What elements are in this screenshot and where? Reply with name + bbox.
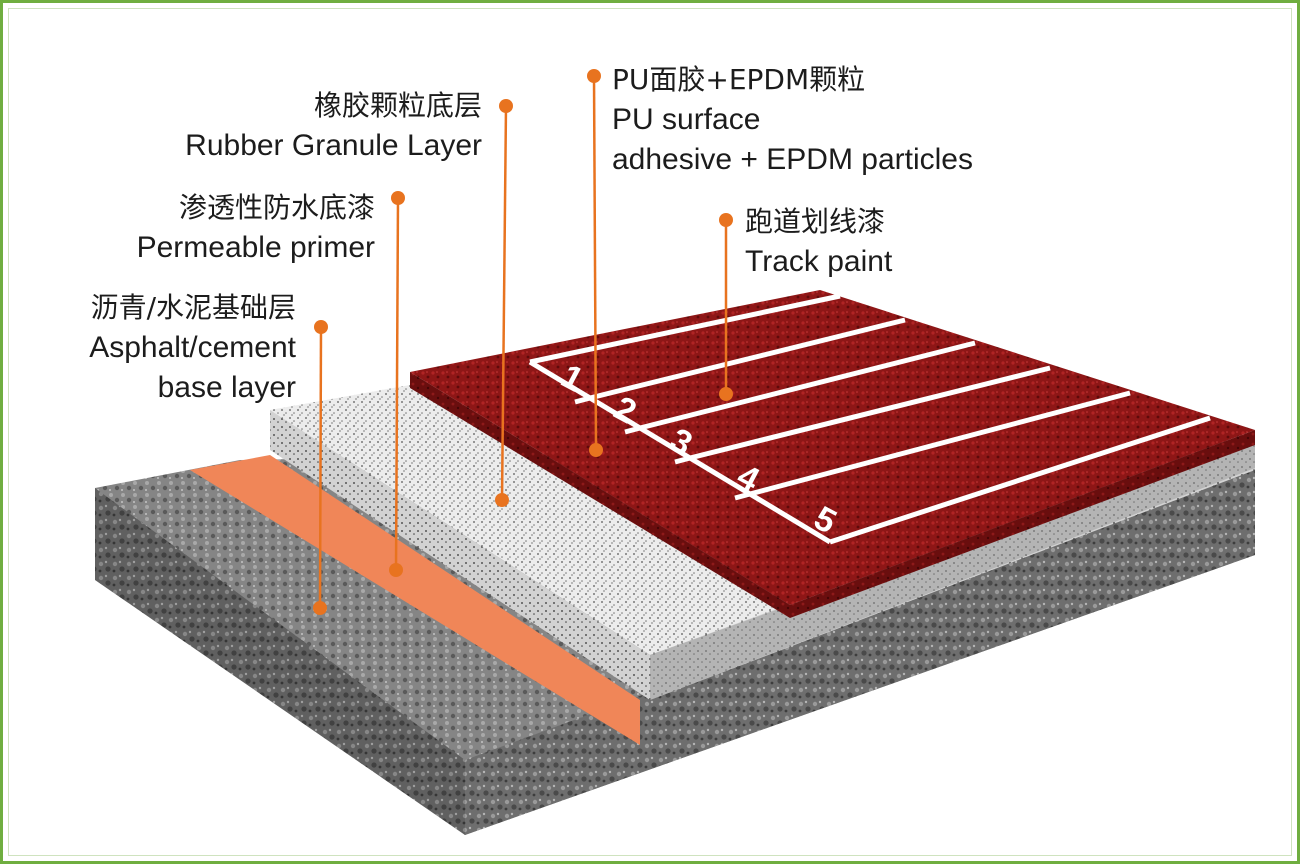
dot-base-bottom bbox=[313, 601, 327, 615]
track-lane-lines bbox=[528, 293, 1211, 545]
label-pu-surface-zh: PU面胶+EPDM颗粒 bbox=[612, 63, 866, 96]
image-inner-frame bbox=[8, 8, 1292, 856]
label-primer: 渗透性防水底漆 Permeable primer bbox=[137, 188, 375, 268]
dot-rubber-top bbox=[499, 99, 513, 113]
pu-surface-right bbox=[790, 430, 1255, 618]
label-track-paint-zh: 跑道划线漆 bbox=[745, 205, 886, 238]
pu-surface-front bbox=[410, 372, 790, 618]
label-base-zh: 沥青/水泥基础层 bbox=[90, 291, 296, 324]
dot-primer-bottom bbox=[389, 563, 403, 577]
dot-primer-top bbox=[391, 191, 405, 205]
label-track-paint-en: Track paint bbox=[745, 245, 893, 278]
label-rubber-granule: 橡胶颗粒底层 Rubber Granule Layer bbox=[185, 86, 482, 166]
label-track-paint: 跑道划线漆 Track paint bbox=[745, 202, 892, 282]
label-primer-en: Permeable primer bbox=[136, 231, 375, 264]
label-pu-surface: PU面胶+EPDM颗粒 PU surface adhesive + EPDM p… bbox=[612, 60, 973, 180]
label-pu-surface-en-2: adhesive + EPDM particles bbox=[612, 143, 973, 176]
dot-paint-top bbox=[719, 213, 733, 227]
asphalt-base-front-shade bbox=[95, 488, 465, 835]
dot-pu-bottom bbox=[589, 443, 603, 457]
label-rubber-granule-en: Rubber Granule Layer bbox=[185, 129, 482, 162]
label-rubber-granule-zh: 橡胶颗粒底层 bbox=[313, 89, 482, 122]
granule-layer-top bbox=[270, 385, 790, 655]
dot-base-top bbox=[314, 320, 328, 334]
label-base: 沥青/水泥基础层 Asphalt/cement base layer bbox=[89, 288, 296, 408]
leader-line-rubber bbox=[500, 105, 508, 501]
granule-layer-front bbox=[270, 410, 650, 700]
dot-pu-top bbox=[587, 69, 601, 83]
primer-strip bbox=[190, 455, 640, 745]
asphalt-base-front bbox=[95, 488, 465, 835]
label-pu-surface-en-1: PU surface bbox=[612, 103, 761, 136]
label-base-en-2: base layer bbox=[157, 371, 296, 404]
asphalt-base-right bbox=[465, 470, 1255, 835]
leader-line-pu bbox=[592, 75, 598, 451]
granule-layer-side-strip bbox=[650, 440, 1255, 700]
label-primer-zh: 渗透性防水底漆 bbox=[178, 191, 375, 224]
label-base-en-1: Asphalt/cement bbox=[89, 331, 296, 364]
dot-paint-bottom bbox=[719, 387, 733, 401]
dot-rubber-bottom bbox=[495, 493, 509, 507]
leader-line-base bbox=[318, 326, 323, 609]
leader-line-primer bbox=[394, 197, 400, 571]
